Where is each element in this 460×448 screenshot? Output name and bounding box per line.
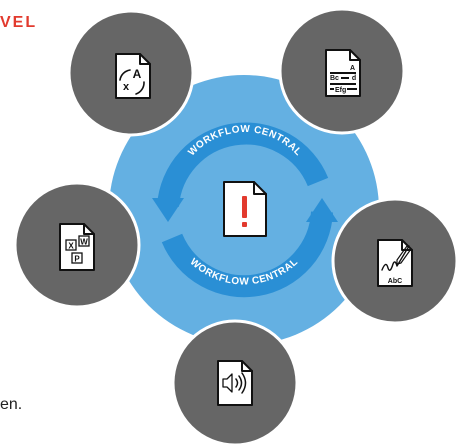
top-arc-arrow [157, 122, 329, 208]
translate-glyph-b: x [123, 81, 130, 93]
office-letter-p: P [74, 255, 80, 264]
footer-cropped-text: en. [0, 396, 23, 413]
cycle-arrows [152, 122, 338, 298]
signature-scribble [381, 245, 410, 271]
document-translate-icon: A x [115, 53, 151, 99]
office-files-node: X W P [13, 181, 141, 309]
document-text-format-icon: A Bc d Efg [325, 49, 361, 97]
top-arrow-head [152, 198, 184, 222]
translate-glyph-a: A [133, 67, 142, 81]
document-audio-icon [217, 360, 253, 406]
document-alert-icon [223, 181, 267, 237]
bottom-arrow-head [306, 198, 338, 222]
signature-caption: AbC [388, 278, 402, 285]
format-line-d: d [352, 75, 356, 82]
audio-node [171, 319, 299, 447]
office-letter-x: X [68, 242, 74, 251]
bottom-arc-arrow [161, 211, 333, 298]
format-line-a: A [350, 65, 355, 72]
formatting-node: A Bc d Efg [278, 7, 406, 135]
format-line-bc: Bc [330, 75, 339, 82]
translation-node: A x [67, 9, 195, 137]
signature-node: AbC [331, 197, 459, 325]
format-line-efg: Efg [335, 87, 346, 94]
document-office-files-icon: X W P [59, 223, 95, 271]
office-letter-w: W [80, 238, 88, 247]
document-signature-icon: AbC [377, 239, 413, 287]
speaker-icon [222, 373, 233, 393]
header-cropped-word: VEL [0, 14, 38, 31]
pen-icon [396, 245, 412, 265]
